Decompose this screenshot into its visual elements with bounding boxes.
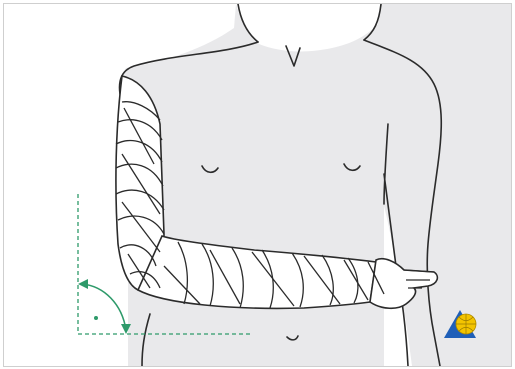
arc-arrowhead-top bbox=[78, 279, 88, 289]
logo-globe-lines bbox=[456, 314, 476, 334]
torso bbox=[123, 4, 511, 366]
right-angle-dot bbox=[94, 316, 98, 320]
bandage-diagram bbox=[4, 4, 511, 366]
angle-arc bbox=[82, 284, 126, 330]
illustration-frame bbox=[3, 3, 512, 367]
